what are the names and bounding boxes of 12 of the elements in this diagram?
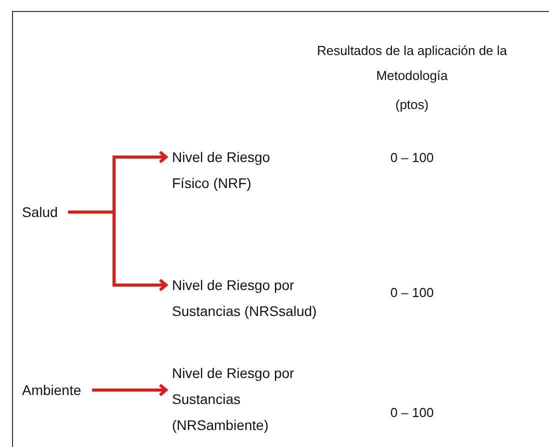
column-heading: Resultados de la aplicación de la Metodología [316,42,508,85]
node-label: Nivel de Riesgo por Sustancias (NRSambiente) [172,360,317,438]
arrow [68,210,168,292]
arrow [92,384,168,396]
node-label: Nivel de Riesgo Físico (NRF) [172,144,297,196]
score-range: 0 – 100 [389,284,435,302]
node-label: Nivel de Riesgo por Sustancias (NRSsalud) [172,272,357,324]
score-range: 0 – 100 [389,149,435,167]
node-label: Ambiente [22,377,92,403]
score-range: 0 – 100 [389,404,435,422]
column-heading: (ptos) [394,96,430,114]
node-label: Salud [22,199,68,225]
